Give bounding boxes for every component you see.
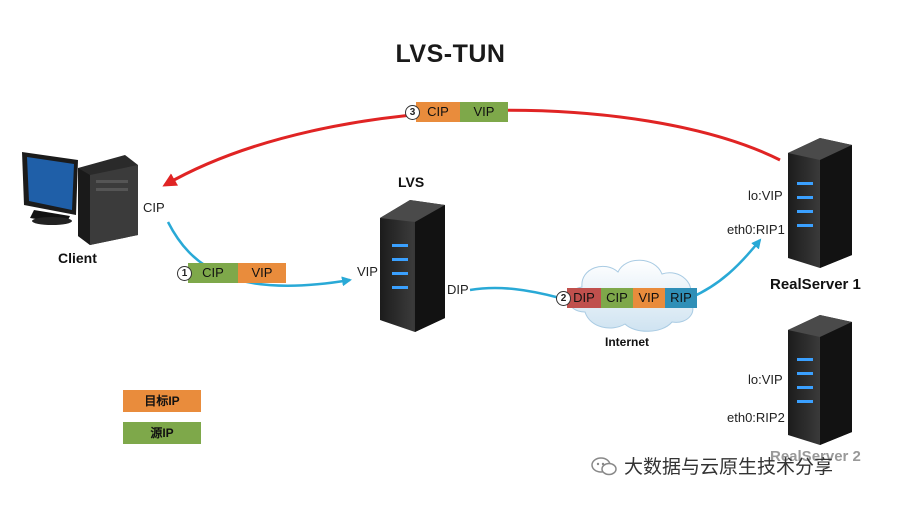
realserver2-server-icon <box>788 315 852 445</box>
packet-number-badge: 1 <box>177 265 192 281</box>
packet-number-badge: 3 <box>405 104 420 120</box>
watermark-text: 大数据与云原生技术分享 <box>624 456 834 478</box>
legend-source-ip: 源IP <box>123 422 201 444</box>
packet-field-destination: VIP <box>238 263 286 283</box>
packet-field-source: CIP <box>601 288 633 308</box>
lvs-to-internet-line <box>469 286 561 300</box>
packet-2: 2 DIP CIP VIP RIP <box>556 288 697 308</box>
lvs-vip-label: VIP <box>357 264 378 279</box>
client-ip-label: CIP <box>143 200 165 215</box>
client-label: Client <box>58 250 97 266</box>
watermark: 大数据与云原生技术分享 <box>590 452 833 479</box>
packet-field-destination: VIP <box>633 288 665 308</box>
packet-field-outer-destination: RIP <box>665 288 697 308</box>
realserver1-lo-label: lo:VIP <box>748 188 783 203</box>
packet-3: 3 CIP VIP <box>405 102 508 122</box>
realserver1-server-icon <box>788 138 852 268</box>
internet-label: Internet <box>605 335 650 349</box>
packet-1: 1 CIP VIP <box>177 263 286 283</box>
lvs-dip-label: DIP <box>447 282 469 297</box>
packet-field-destination: CIP <box>416 102 460 122</box>
packet-field-outer-source: DIP <box>567 288 601 308</box>
packet-number-badge: 2 <box>556 290 571 306</box>
realserver1-eth-label: eth0:RIP1 <box>727 222 785 237</box>
packet-field-source: VIP <box>460 102 508 122</box>
internet-to-realserver-arrow <box>689 238 762 300</box>
realserver2-eth-label: eth0:RIP2 <box>727 410 785 425</box>
realserver2-lo-label: lo:VIP <box>748 372 783 387</box>
page-title: LVS-TUN <box>395 40 506 68</box>
lvs-server-icon <box>380 200 445 332</box>
lvs-label: LVS <box>398 174 425 190</box>
client-computer-icon <box>22 152 138 245</box>
wechat-icon <box>591 456 617 475</box>
legend-destination-ip: 目标IP <box>123 390 201 412</box>
realserver1-label: RealServer 1 <box>770 276 861 293</box>
packet-field-source: CIP <box>188 263 238 283</box>
realserver2-label: RealServer 2 <box>770 448 861 465</box>
